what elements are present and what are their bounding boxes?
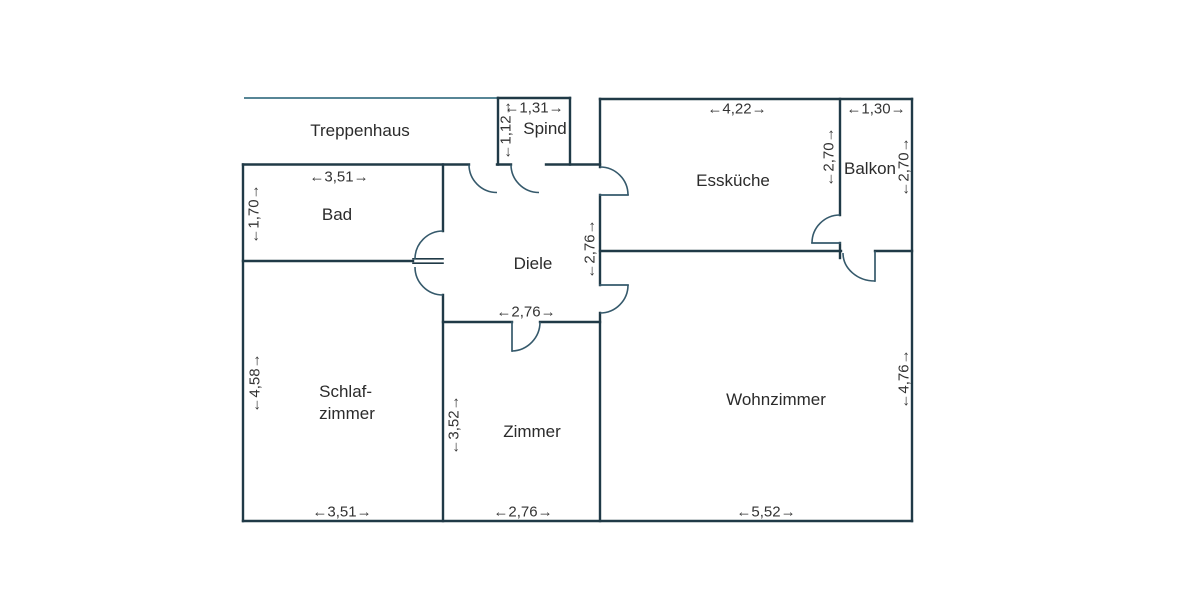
dimension-label: ←1,31→ xyxy=(504,99,564,117)
dimension-label: ←2,76→ xyxy=(496,303,556,321)
dimension-label: ←4,22→ xyxy=(707,100,767,118)
room-label: Balkon xyxy=(844,158,896,178)
door-swing-arc xyxy=(599,284,629,314)
door-swing-arc xyxy=(842,252,876,282)
room-label: Bad xyxy=(321,204,353,224)
door-swing-arc xyxy=(511,321,541,352)
dimension-label: ←1,12→ xyxy=(497,100,515,160)
dimension-label: ←2,76→ xyxy=(493,503,553,521)
dimension-label: ←1,30→ xyxy=(846,100,906,118)
dimension-label: ←2,76→ xyxy=(581,219,599,279)
room-label: Schlaf- zimmer xyxy=(319,381,375,423)
dimension-label: ←4,76→ xyxy=(895,349,913,409)
room-label: Spind xyxy=(523,118,567,138)
dimension-label: ←4,58→ xyxy=(246,353,264,413)
dimension-label: ←3,51→ xyxy=(309,168,369,186)
dimension-label: ←5,52→ xyxy=(736,503,796,521)
door-swing-arc xyxy=(468,164,498,194)
room-label: Essküche xyxy=(696,170,770,190)
room-label: Zimmer xyxy=(503,421,561,441)
door-swing-arc xyxy=(510,164,540,194)
dimension-label: ←3,51→ xyxy=(312,503,372,521)
dimension-label: ←3,52→ xyxy=(445,395,463,455)
dimension-label: ←2,70→ xyxy=(820,127,838,187)
room-label: Treppenhaus xyxy=(310,120,410,140)
door-swing-arc xyxy=(599,166,629,196)
door-swing-arc xyxy=(414,230,444,260)
door-swing-arc xyxy=(414,266,444,296)
dimension-label: ←1,70→ xyxy=(245,184,263,244)
dimension-label: ←2,70→ xyxy=(895,137,913,197)
door-swing-arc xyxy=(811,214,841,244)
room-label: Diele xyxy=(513,253,553,273)
room-label: Wohnzimmer xyxy=(726,389,826,409)
